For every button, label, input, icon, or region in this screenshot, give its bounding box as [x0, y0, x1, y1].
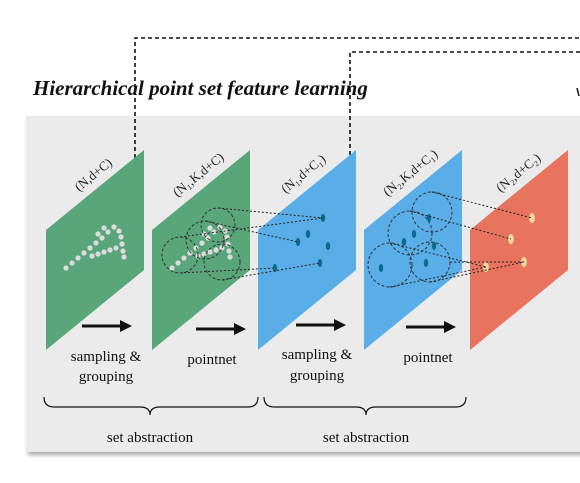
plane-features-1	[258, 150, 356, 350]
brace-set-abstraction-2	[263, 396, 467, 416]
skip-connection-arrow-stub	[576, 87, 580, 97]
group-label-1: set abstraction	[107, 430, 194, 446]
skip-connection-outer	[134, 37, 580, 165]
step-label-3-line-2: grouping	[290, 368, 345, 384]
step-arrows	[82, 319, 456, 335]
step-label-1-line-2: grouping	[79, 369, 134, 385]
input-point-cloud	[63, 224, 127, 271]
plane-input	[46, 150, 144, 350]
diagram-title: Hierarchical point set feature learning	[33, 76, 368, 100]
step-label-2: pointnet	[187, 352, 237, 368]
group-label-2: set abstraction	[323, 430, 410, 446]
step-label-4: pointnet	[403, 350, 453, 366]
brace-set-abstraction-1	[43, 396, 259, 416]
projection-lines	[179, 191, 533, 288]
feature-points-1	[272, 214, 331, 272]
plane-features-2	[470, 150, 568, 350]
step-label-3-line-1: sampling &	[282, 347, 353, 363]
grouping-circles-1	[161, 207, 241, 281]
skip-connection-inner	[349, 51, 580, 155]
grouped-points-2	[378, 214, 437, 272]
plane-grouped-1	[152, 150, 250, 350]
plane-grouped-2	[364, 150, 462, 350]
step-label-1-line-1: sampling &	[71, 349, 142, 365]
